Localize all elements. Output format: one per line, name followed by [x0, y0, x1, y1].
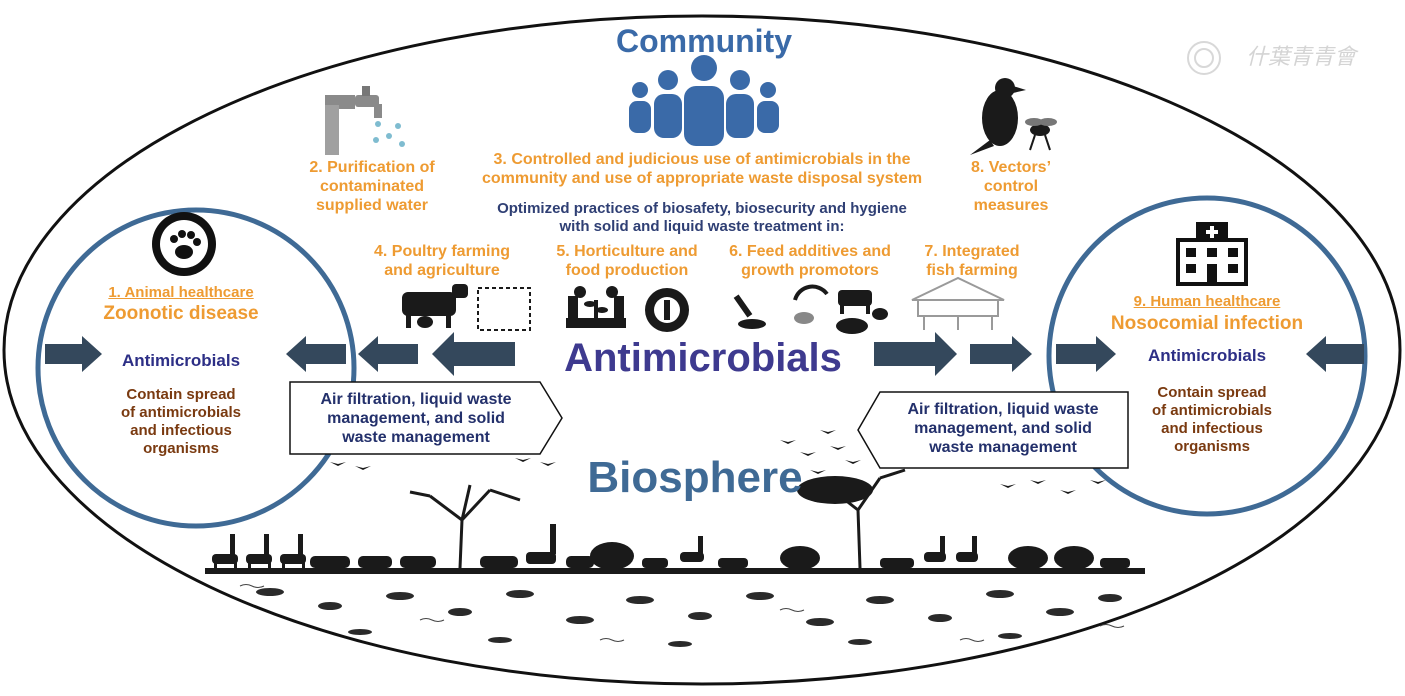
- plant-care-icon: [566, 286, 689, 332]
- waste-callout-right-box: [857, 391, 1129, 469]
- watermark-text: 什葉青青會: [1245, 44, 1356, 69]
- arrow-into-right-circle: [1306, 336, 1364, 372]
- animal-healthcare-circle: [35, 207, 357, 529]
- water-ripples: [239, 584, 1125, 642]
- people-group-icon: [629, 55, 779, 146]
- measure-3-label: 3. Controlled and judicious use of antim…: [481, 151, 923, 188]
- biosphere-label: Biosphere: [587, 453, 803, 502]
- ground-line: [205, 568, 1145, 574]
- feed-animals-icon: [733, 284, 888, 334]
- flow-arrows: [45, 332, 1364, 376]
- flying-birds: [330, 430, 1106, 494]
- arrow-left-3: [432, 332, 515, 376]
- optimized-practices-text: Optimized practices of biosafety, biosec…: [497, 200, 907, 235]
- human-healthcare-title: 9. Human healthcare: [1133, 293, 1281, 310]
- fish-farm-icon: [911, 276, 1005, 330]
- crow-and-fly-icon: [970, 78, 1057, 155]
- water-surface: [256, 588, 1122, 647]
- community-title: Community: [616, 23, 792, 59]
- wildlife-silhouettes: [212, 524, 1130, 570]
- livestock-icon: [402, 284, 531, 331]
- sector-6-label: 6. Feed additives and growth promotors: [729, 243, 891, 280]
- human-antimicrobials-label: Antimicrobials: [1147, 346, 1267, 365]
- animal-antimicrobials-label: Antimicrobials: [121, 351, 241, 370]
- tree-canopy: [797, 476, 873, 504]
- animal-contain-text: Contain spread of antimicrobials and inf…: [120, 386, 242, 457]
- human-contain-text: Contain spread of antimicrobials and inf…: [1151, 384, 1273, 455]
- measure-2-label: 2. Purification of contaminated supplied…: [309, 159, 435, 215]
- waste-callout-left-box: [289, 381, 563, 455]
- arrow-right-3: [1056, 336, 1116, 372]
- community-ellipse: [2, 14, 1402, 686]
- watermark-seal-icon: [1187, 41, 1221, 75]
- arrow-left-2: [358, 336, 418, 372]
- arrow-into-left-circle: [45, 336, 102, 372]
- sector-7-label: 7. Integrated fish farming: [924, 243, 1020, 280]
- measure-8-label: 8. Vectors’ control measures: [970, 159, 1052, 215]
- center-antimicrobials-label: Antimicrobials: [564, 336, 842, 380]
- hospital-icon: [1176, 222, 1248, 286]
- arrow-left-1: [286, 336, 346, 372]
- human-healthcare-subtitle: Nosocomial infection: [1110, 313, 1304, 334]
- paw-icon: [152, 212, 216, 276]
- sector-4-label: 4. Poultry farming and agriculture: [373, 243, 511, 280]
- water-tap-icon: [325, 86, 405, 155]
- waste-callout-left-text: Air filtration, liquid waste management,…: [320, 391, 512, 447]
- waste-callout-right-text: Air filtration, liquid waste management,…: [907, 401, 1099, 457]
- arrow-right-1: [874, 332, 957, 376]
- sector-5-label: 5. Horticulture and food production: [556, 243, 698, 280]
- arrow-right-2: [970, 336, 1032, 372]
- animal-healthcare-subtitle: Zoonotic disease: [103, 303, 259, 324]
- animal-healthcare-title: 1. Animal healthcare: [108, 284, 254, 301]
